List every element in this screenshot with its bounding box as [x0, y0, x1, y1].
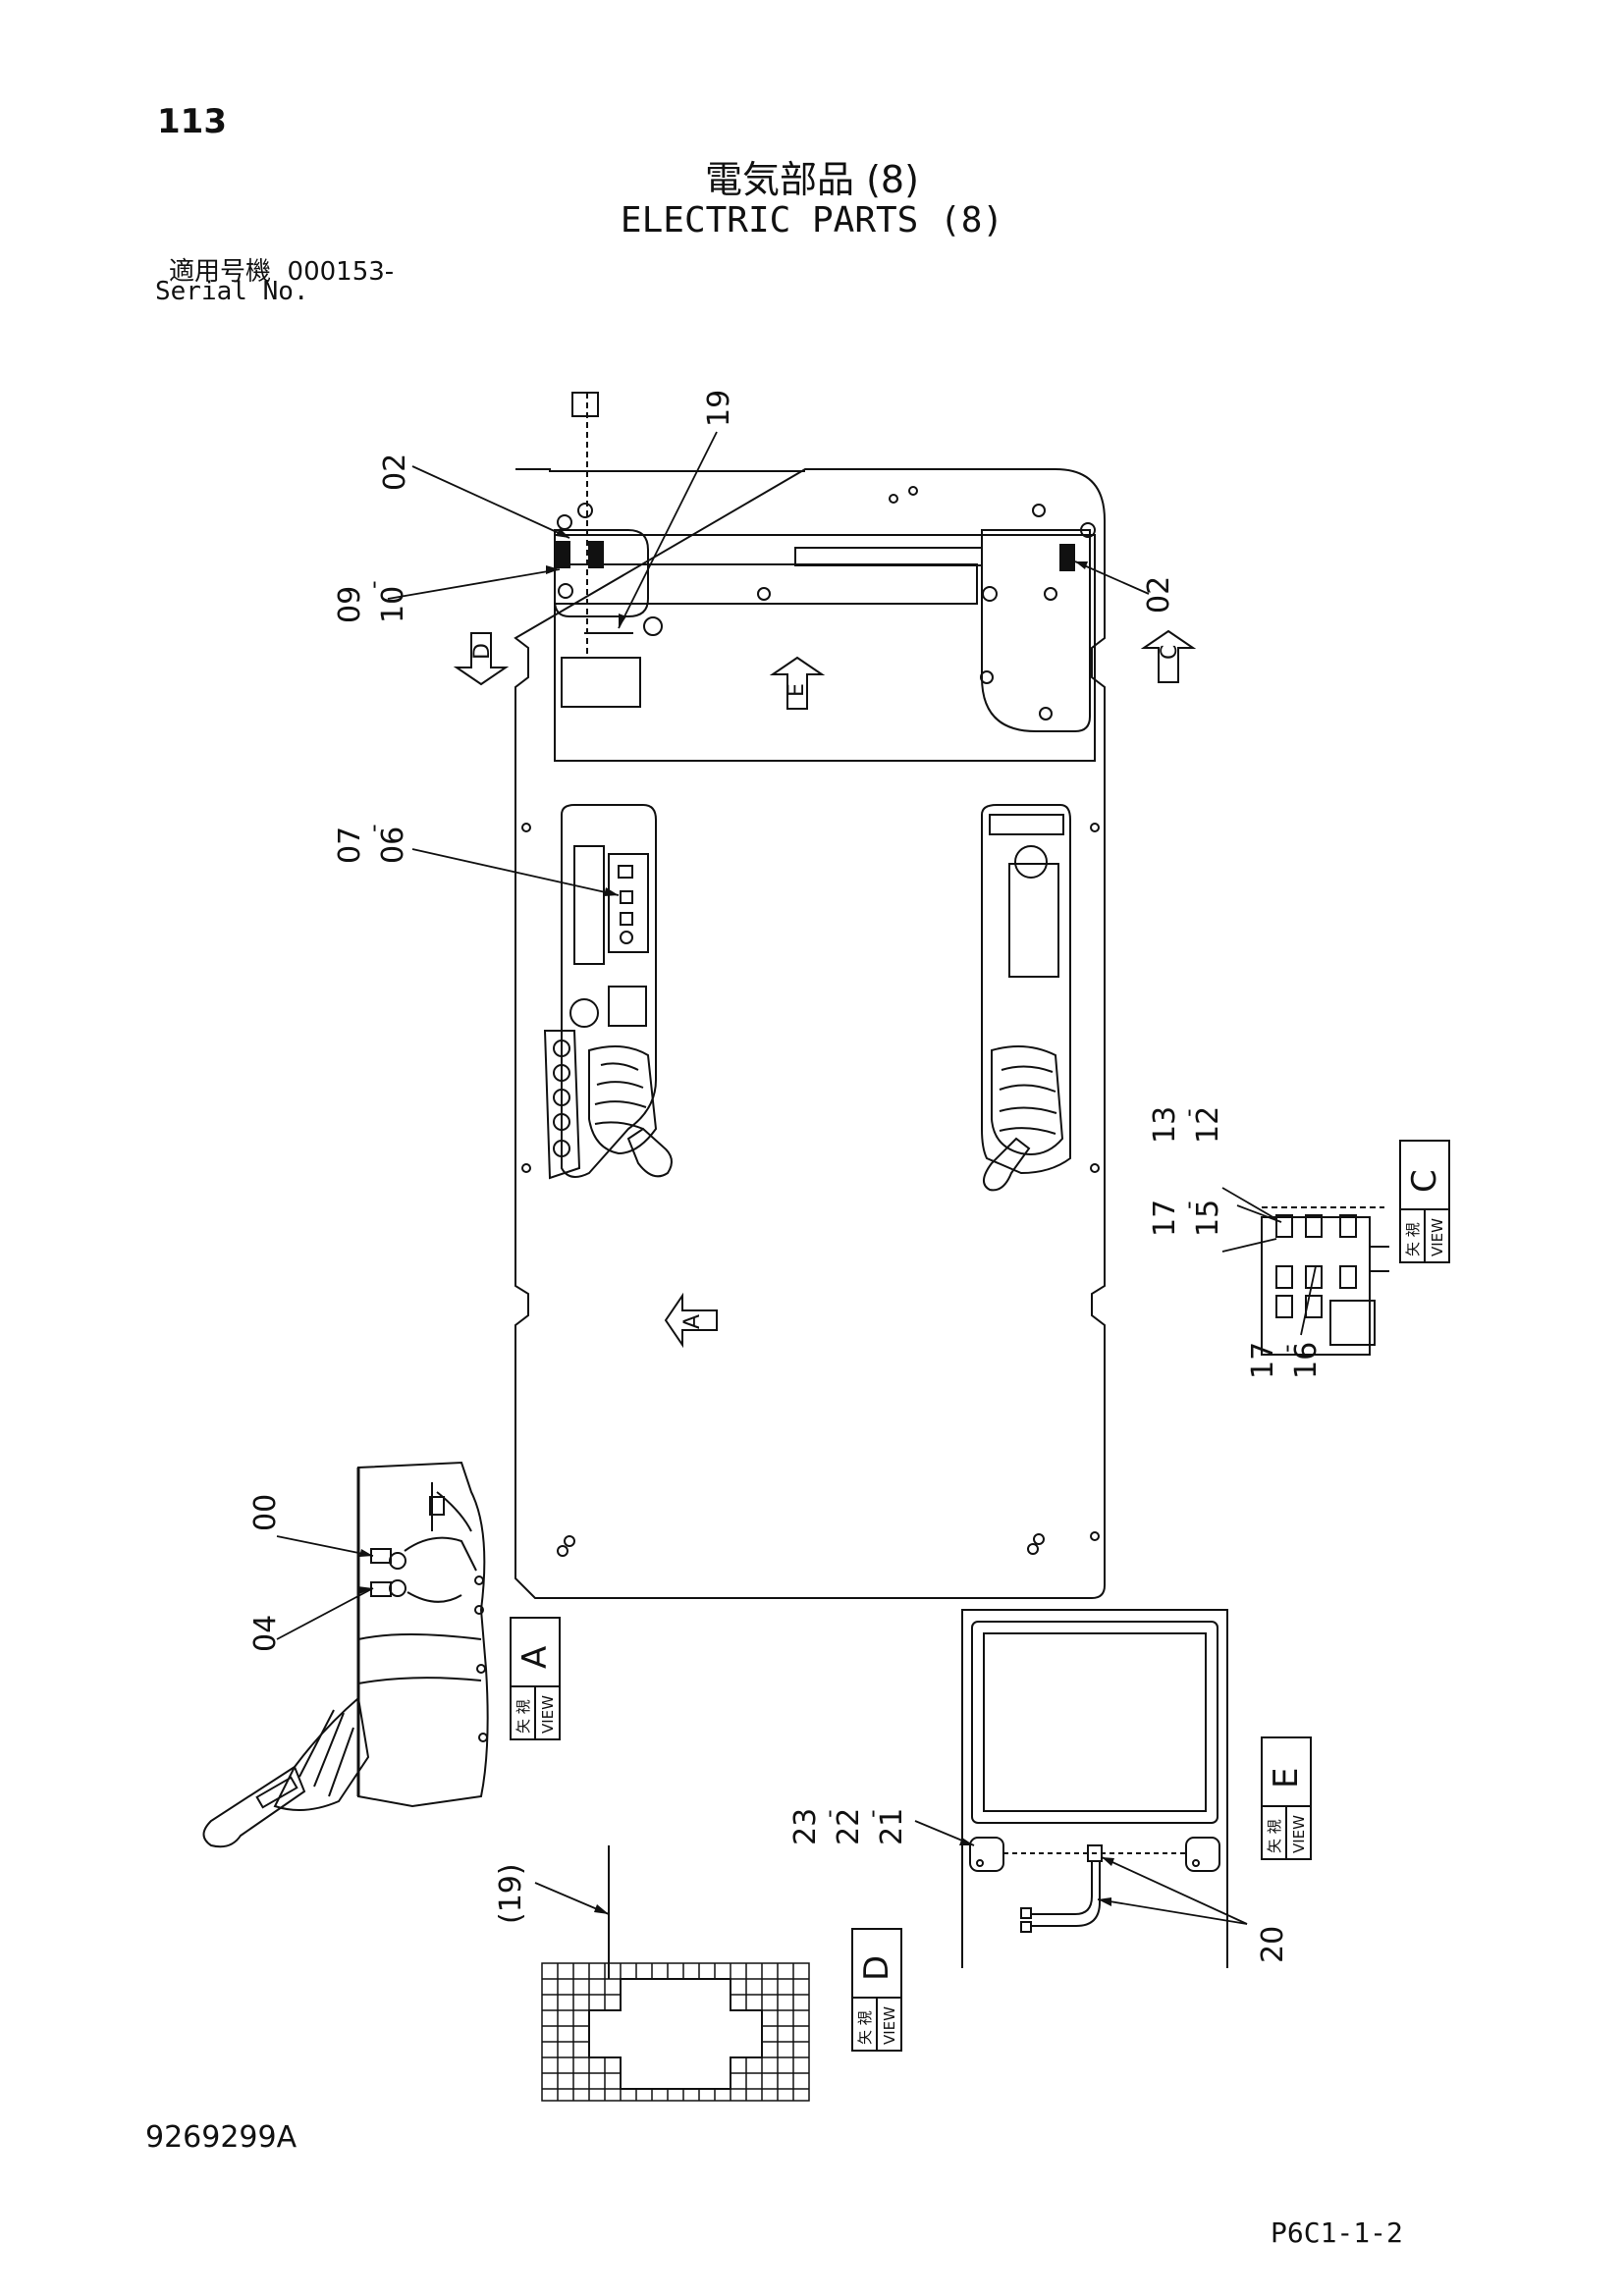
view-box-e-en: VIEW — [1290, 1815, 1308, 1853]
view-box-c — [1399, 1140, 1450, 1263]
callout-20: 20 — [1256, 1926, 1290, 1963]
view-e-mount-left — [969, 1837, 1004, 1872]
right-joystick-grip — [983, 1137, 1031, 1192]
view-box-e-letter: E — [1267, 1768, 1306, 1789]
leader-lines — [276, 431, 1317, 1925]
callout-13: 13 — [1148, 1106, 1182, 1144]
callout-15: 15 — [1191, 1200, 1225, 1237]
callout-16: 16 — [1289, 1342, 1324, 1379]
view-box-a-en: VIEW — [539, 1695, 557, 1734]
console-upper-strip — [794, 547, 983, 566]
view-box-e — [1261, 1736, 1312, 1860]
callout-10: 10 — [376, 586, 410, 623]
view-arrow-c — [1140, 629, 1197, 683]
view-box-a-letter: A — [515, 1646, 555, 1669]
view-e-screen-outer — [971, 1621, 1218, 1824]
view-box-e-ja: 矢 視 — [1266, 1819, 1283, 1853]
page-code: P6C1-1-2 — [1271, 2216, 1403, 2249]
view-arrow-e-label: E — [785, 683, 809, 697]
page-title-english: ELECTRIC PARTS (8) — [620, 200, 1004, 240]
callout-21: 21 — [875, 1808, 909, 1845]
view-e-panel — [961, 1609, 1228, 1968]
leader-arrowheads — [357, 528, 1114, 1914]
view-a-joystick-grip — [202, 1765, 306, 1848]
console-strip — [554, 563, 978, 605]
view-c-relay-box — [1329, 1300, 1376, 1346]
callout-23: 23 — [788, 1808, 823, 1845]
view-a-joystick-boot — [273, 1696, 370, 1811]
serial-label-english: Serial No. — [155, 277, 309, 306]
callout-00: 00 — [248, 1494, 283, 1531]
drawing-number: 9269299A — [145, 2120, 298, 2155]
callout-dash-09-10: - — [359, 580, 387, 589]
callout-04: 04 — [248, 1615, 283, 1652]
callout-17a: 17 — [1148, 1200, 1182, 1237]
serial-label-japanese: 適用号機 000153- — [169, 251, 394, 288]
right-bracket — [981, 529, 1091, 732]
view-box-c-ja: 矢 視 — [1404, 1222, 1422, 1256]
left-joystick-boot — [588, 1045, 658, 1155]
callout-19-paren: (19) — [494, 1863, 528, 1924]
callout-22: 22 — [832, 1808, 866, 1845]
view-arrow-c-label: C — [1158, 645, 1182, 660]
callout-19: 19 — [702, 390, 736, 427]
right-connector-02 — [1059, 544, 1075, 571]
serial-label-ja-text: 適用号機 — [169, 257, 272, 287]
callout-02-top: 02 — [378, 454, 412, 491]
callout-17b: 17 — [1246, 1342, 1280, 1379]
view-d-cutout — [588, 1978, 763, 2090]
left-switch-panel — [543, 1030, 581, 1180]
callout-dash-22-21: - — [858, 1809, 886, 1818]
serial-value: 000153- — [287, 257, 395, 287]
view-arrow-a-label: A — [680, 1314, 705, 1329]
callout-dash-23-22: - — [815, 1809, 842, 1818]
callout-dash-13-12: - — [1174, 1108, 1202, 1117]
view-e-screen-inner — [983, 1632, 1207, 1812]
page-title-japanese: 電気部品 (8) — [705, 158, 919, 201]
left-control-stand — [561, 804, 657, 1178]
view-box-d — [851, 1928, 902, 2052]
right-joystick-boot — [991, 1045, 1064, 1155]
page-number: 113 — [157, 102, 227, 141]
view-box-a — [510, 1617, 561, 1740]
view-box-a-ja: 矢 視 — [514, 1699, 532, 1734]
right-control-stand — [981, 804, 1071, 1175]
view-arrow-e — [769, 656, 826, 710]
callout-06: 06 — [376, 827, 410, 864]
view-arrow-a — [664, 1292, 718, 1349]
view-box-c-en: VIEW — [1429, 1218, 1446, 1256]
view-a-connector-04 — [370, 1581, 392, 1597]
callout-dash-07-06: - — [359, 824, 387, 832]
left-bracket — [554, 529, 649, 617]
view-arrow-d — [453, 632, 510, 686]
view-box-d-ja: 矢 視 — [856, 2010, 874, 2045]
top-terminal — [571, 392, 599, 417]
left-joystick-grip — [626, 1127, 673, 1178]
view-box-d-en: VIEW — [881, 2006, 898, 2045]
view-a-connector-00 — [370, 1548, 392, 1564]
callout-dash-17-16: - — [1272, 1344, 1300, 1353]
console-box — [561, 657, 641, 708]
left-connector-02b — [588, 541, 604, 568]
callout-07: 07 — [333, 827, 367, 864]
left-connector-02 — [555, 541, 570, 568]
view-e-mount-right — [1185, 1837, 1220, 1872]
callout-12: 12 — [1191, 1106, 1225, 1144]
view-e-connector-20 — [1087, 1844, 1103, 1862]
view-e-harness — [1031, 1861, 1101, 1927]
callout-09: 09 — [333, 586, 367, 623]
floor-plate-outline — [514, 468, 1106, 1599]
view-box-c-letter: C — [1405, 1169, 1444, 1193]
callout-dash-17-15: - — [1174, 1201, 1202, 1209]
callout-02-right: 02 — [1142, 576, 1176, 614]
view-box-d-letter: D — [857, 1955, 896, 1981]
view-arrow-d-label: D — [470, 643, 495, 660]
view-c-relay-base — [1261, 1216, 1371, 1356]
console-bar — [554, 534, 1096, 762]
